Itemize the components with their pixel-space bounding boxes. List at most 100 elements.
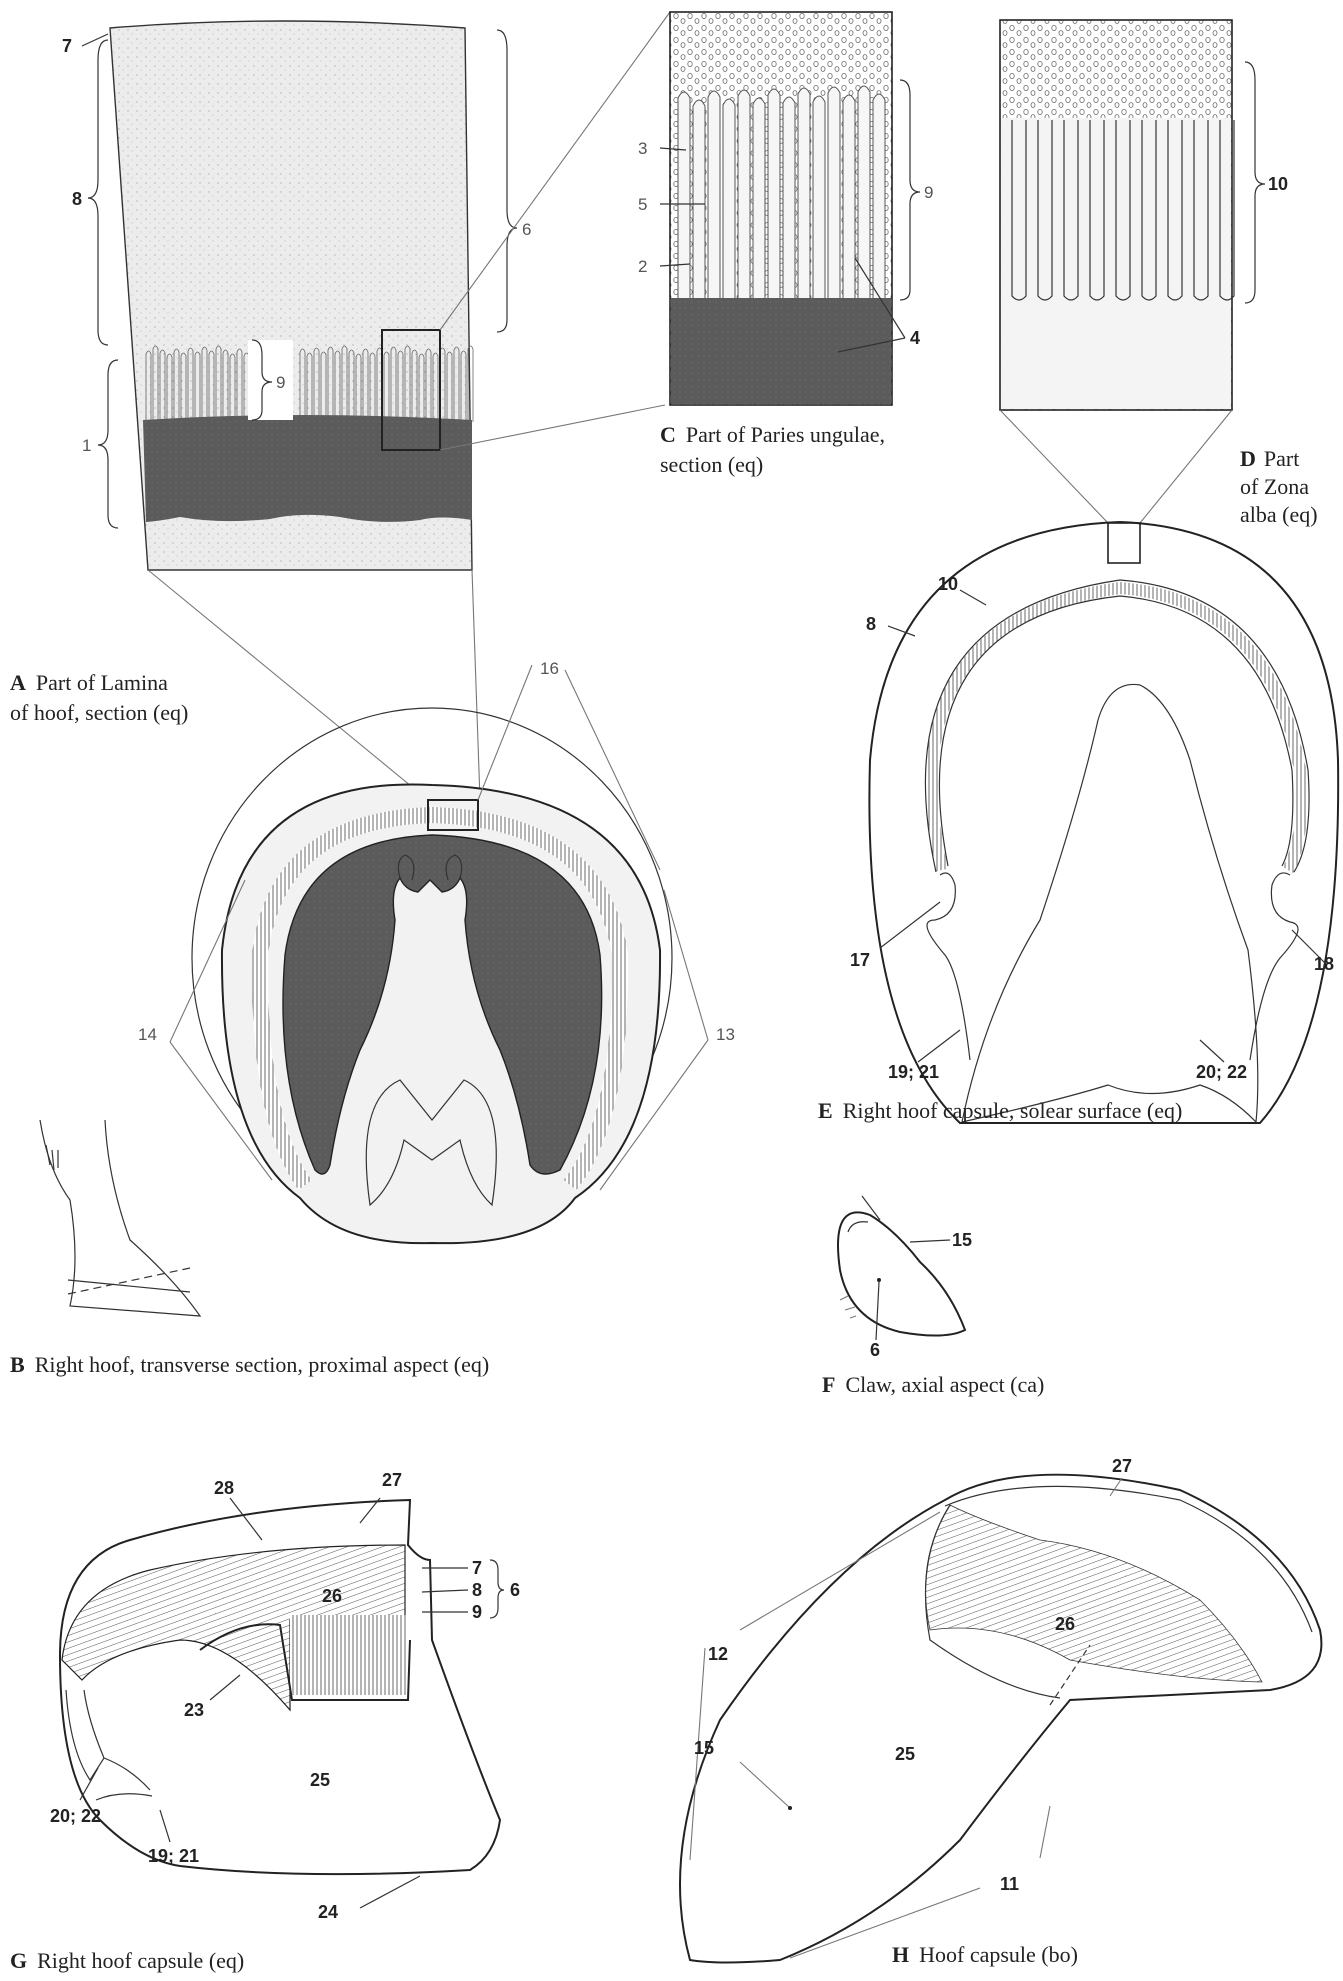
panel-a-dark-layer <box>143 415 472 522</box>
panel-g: 28 27 7 8 9 6 26 23 25 20; 22 19; 21 24 … <box>10 1470 520 1973</box>
panel-a-to-c-line-bottom <box>440 405 665 450</box>
panel-a-label-8: 8 <box>72 189 82 209</box>
panel-d-caption-line3: alba (eq) <box>1240 502 1318 527</box>
lamella <box>693 100 705 300</box>
lamella <box>813 96 825 300</box>
panel-f-leader-6 <box>876 1282 879 1340</box>
panel-a-gap <box>248 340 293 420</box>
panel-e-bar-left <box>927 873 970 1060</box>
panel-a-to-c-line-top <box>440 12 670 330</box>
panel-a-to-b-line-right <box>472 570 480 800</box>
panel-b-label-16: 16 <box>540 659 559 678</box>
panel-f-point-6 <box>877 1278 881 1282</box>
panel-h-label-26: 26 <box>1055 1614 1075 1634</box>
panel-h-leader-15 <box>740 1762 790 1808</box>
lamella <box>678 92 690 300</box>
panel-g-leader-8 <box>422 1590 468 1592</box>
panel-e-label-1921: 19; 21 <box>888 1062 939 1082</box>
panel-h-leader-12a <box>740 1512 940 1630</box>
panel-e-label-17: 17 <box>850 950 870 970</box>
panel-g-leader-2022 <box>80 1768 98 1800</box>
panel-g-label-24: 24 <box>318 1902 338 1922</box>
panel-f-caption: FClaw, axial aspect (ca) <box>822 1372 1044 1397</box>
panel-f-claw-inner <box>848 1222 868 1232</box>
panel-e-label-2022: 20; 22 <box>1196 1062 1247 1082</box>
lamella <box>828 87 840 300</box>
lamella <box>783 97 795 300</box>
panel-g-label-6: 6 <box>510 1580 520 1600</box>
panel-f: 15 6 FClaw, axial aspect (ca) <box>822 1196 1044 1397</box>
panel-h-leader-27 <box>1110 1478 1122 1496</box>
panel-g-label-7: 7 <box>472 1558 482 1578</box>
panel-g-label-26: 26 <box>322 1586 342 1606</box>
panel-f-label-6: 6 <box>870 1340 880 1360</box>
lamella <box>723 99 735 300</box>
panel-e-bar-right <box>1250 873 1298 1060</box>
lamella <box>873 94 885 300</box>
panel-b-hoof-sketch <box>40 1120 200 1316</box>
panel-e-zoom-box <box>1108 523 1140 563</box>
panel-h-label-15: 15 <box>694 1738 714 1758</box>
panel-f-claw-outline <box>838 1212 965 1335</box>
panel-e-leader-8 <box>888 626 915 636</box>
lamella <box>738 90 750 300</box>
panel-d-to-e-line-left <box>1000 410 1108 523</box>
panel-h-label-12: 12 <box>708 1644 728 1664</box>
panel-h-label-27: 27 <box>1112 1456 1132 1476</box>
panel-f-label-15: 15 <box>952 1230 972 1250</box>
panel-g-label-2022: 20; 22 <box>50 1806 101 1826</box>
panel-b-label-14: 14 <box>138 1025 157 1044</box>
panel-c-label-4: 4 <box>910 328 920 348</box>
panel-h-leader-11b <box>1040 1806 1050 1858</box>
panel-g-label-27: 27 <box>382 1470 402 1490</box>
panel-c-label-2: 2 <box>638 257 647 276</box>
lamella <box>753 98 765 300</box>
panel-a-leader-7 <box>82 34 108 46</box>
panel-d-caption-line2: of Zona <box>1240 474 1309 499</box>
panel-g-cut-window <box>290 1615 408 1695</box>
lamella <box>858 86 870 300</box>
panel-c-label-9: 9 <box>924 183 933 202</box>
panel-d-to-e-line-right <box>1140 410 1232 523</box>
panel-h-point-15 <box>788 1806 792 1810</box>
panel-g-leader-23 <box>210 1675 240 1700</box>
panel-g-caption: GRight hoof capsule (eq) <box>10 1948 244 1973</box>
panel-a-label-6: 6 <box>522 220 531 239</box>
panel-g-bracket-6 <box>490 1560 504 1618</box>
panel-h-label-25: 25 <box>895 1744 915 1764</box>
panel-e-label-10: 10 <box>938 574 958 594</box>
panel-e-leader-17 <box>880 902 940 948</box>
panel-a-label-1: 1 <box>82 436 91 455</box>
panel-f-stipple <box>840 1296 856 1318</box>
panel-a-label-9: 9 <box>276 373 285 392</box>
lamella <box>768 89 780 300</box>
panel-b-label-13: 13 <box>716 1025 735 1044</box>
panel-b: 16 14 13 BRight hoof, transverse section… <box>10 659 735 1377</box>
panel-c-caption-line2: section (eq) <box>660 452 763 477</box>
panel-g-leader-24 <box>360 1876 420 1908</box>
panel-a-bracket-1 <box>98 360 118 528</box>
panel-c-label-3: 3 <box>638 139 647 158</box>
panel-f-leader-15 <box>910 1240 950 1242</box>
panel-e-frog-outline <box>962 684 1258 1122</box>
lamella <box>708 91 720 300</box>
panel-e-label-18: 18 <box>1314 954 1334 974</box>
panel-g-label-25: 25 <box>310 1770 330 1790</box>
panel-d: 10 DPart of Zona alba (eq) <box>1000 20 1318 527</box>
panel-g-label-8: 8 <box>472 1580 482 1600</box>
panel-c-label-5: 5 <box>638 195 647 214</box>
panel-e-white-line-outer <box>925 580 1309 872</box>
panel-g-label-23: 23 <box>184 1700 204 1720</box>
panel-g-leader-1921 <box>160 1810 170 1842</box>
panel-g-label-1921: 19; 21 <box>148 1846 199 1866</box>
panel-b-leader-13a <box>664 890 708 1040</box>
panel-a-bracket-8 <box>88 40 108 345</box>
lamella <box>843 95 855 300</box>
panel-a-to-b-line-left <box>148 570 428 800</box>
panel-d-bracket-10 <box>1245 62 1265 303</box>
panel-a-caption-line2: of hoof, section (eq) <box>10 700 188 725</box>
